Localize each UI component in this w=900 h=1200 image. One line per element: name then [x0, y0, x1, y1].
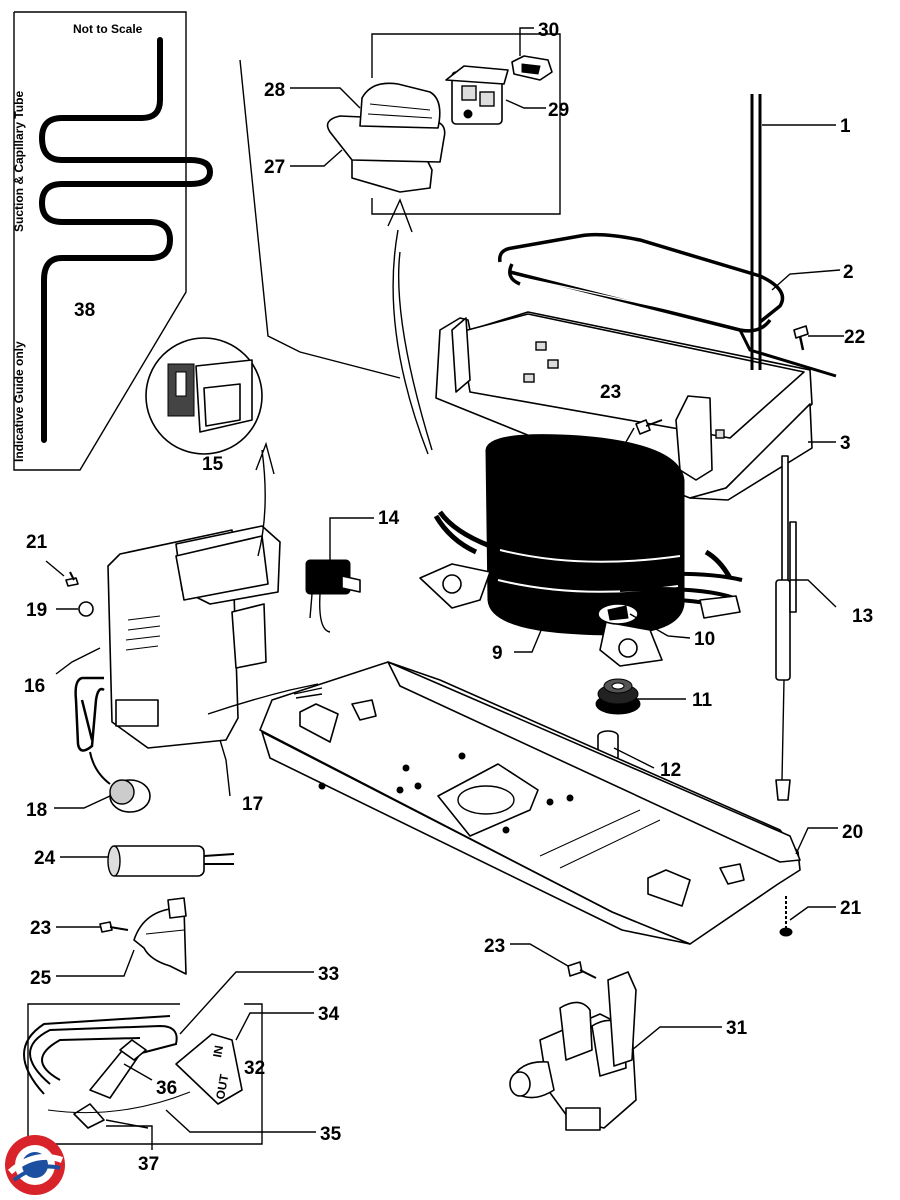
- callout-19: 19: [26, 600, 47, 621]
- callout-23-tray: 23: [600, 382, 621, 403]
- inset-frame-top: [371, 33, 561, 215]
- grommet-clip: [597, 603, 639, 625]
- not-to-scale-note: Not to Scale: [73, 22, 143, 36]
- drip-tray: [435, 311, 813, 501]
- capillary-tube-drawing: [38, 37, 214, 443]
- callout-32: 32: [244, 1058, 265, 1079]
- indicative-guide-vertical: Indicative Guide only: [12, 341, 26, 462]
- callout-3: 3: [840, 433, 851, 454]
- screw-23-valve: [567, 961, 597, 979]
- capillary-tube-guide-panel: Not to Scale Suction & Capillary Tube In…: [12, 11, 214, 471]
- heater-cord: [74, 676, 111, 785]
- callout-23-bracket: 23: [30, 918, 51, 939]
- callout-11: 11: [692, 690, 713, 711]
- callout-23-valve: 23: [484, 936, 505, 957]
- valve-out-label: OUT: [213, 1072, 231, 1100]
- callout-14: 14: [378, 508, 400, 529]
- plug-button: [78, 601, 94, 617]
- screw-21-base: [779, 896, 793, 937]
- callout-18: 18: [26, 800, 47, 821]
- screw-22: [793, 325, 809, 351]
- defrost-heater: [498, 232, 837, 378]
- callout-21-side: 21: [26, 532, 48, 553]
- callout-12: 12: [660, 760, 681, 781]
- callout-36: 36: [156, 1078, 177, 1099]
- callout-13: 13: [852, 606, 873, 627]
- brand-logo: [5, 1135, 65, 1195]
- callout-22: 22: [844, 327, 865, 348]
- wiring-harness: [207, 683, 323, 715]
- callout-28: 28: [264, 80, 285, 101]
- screw-23-bracket: [99, 921, 129, 933]
- callout-20: 20: [842, 822, 863, 843]
- callout-25: 25: [30, 968, 52, 989]
- compressor: [419, 434, 743, 667]
- tube-title-vertical: Suction & Capillary Tube: [12, 91, 26, 232]
- callout-10: 10: [694, 629, 715, 650]
- relay-cover: [326, 82, 446, 193]
- callout-17: 17: [242, 794, 263, 815]
- callout-31: 31: [726, 1018, 748, 1039]
- screw-21-side: [65, 571, 79, 587]
- rubber-grommet: [595, 678, 641, 715]
- inset-circle: [145, 337, 263, 455]
- inlet-hose-kit: [23, 1015, 243, 1129]
- inset-arrow-2: [255, 441, 275, 557]
- leader-lines: [45, 27, 844, 1133]
- callout-34: 34: [318, 1004, 340, 1025]
- connector-block: [305, 559, 361, 633]
- kit-frame: [27, 1003, 263, 1145]
- callout-29: 29: [548, 100, 569, 121]
- leader-37: [106, 1125, 153, 1150]
- capacitor: [107, 845, 235, 877]
- callout-30: 30: [538, 20, 559, 41]
- callout-35: 35: [320, 1124, 342, 1145]
- relay-thermostat: [445, 65, 509, 125]
- control-housing: [107, 525, 281, 749]
- base-plate: [259, 661, 801, 945]
- callout-1: 1: [840, 116, 851, 137]
- capacitor-bracket: [133, 897, 187, 975]
- callout-15: 15: [202, 454, 224, 475]
- lamp-socket: [109, 779, 151, 813]
- callout-37: 37: [138, 1154, 159, 1175]
- relay-clip: [511, 55, 553, 81]
- boundary-line: [239, 59, 401, 379]
- callout-9: 9: [492, 643, 503, 664]
- inset-arrow: [387, 198, 433, 455]
- callout-16: 16: [24, 676, 45, 697]
- callout-21-base: 21: [840, 898, 862, 919]
- callout-2: 2: [843, 262, 854, 283]
- valve-in-label: IN: [210, 1044, 226, 1058]
- callout-24: 24: [34, 848, 56, 869]
- callout-27: 27: [264, 157, 285, 178]
- screw-23-tray: [635, 419, 663, 435]
- callout-labels: 1 2 3 9 10 11 12 13 14 15 16 17 18 19 20…: [24, 20, 873, 1175]
- callout-38: 38: [74, 300, 95, 321]
- callout-33: 33: [318, 964, 339, 985]
- vertical-tubes: [750, 94, 762, 370]
- thermostat-probe: [775, 455, 797, 801]
- water-inlet-valve: [509, 971, 637, 1131]
